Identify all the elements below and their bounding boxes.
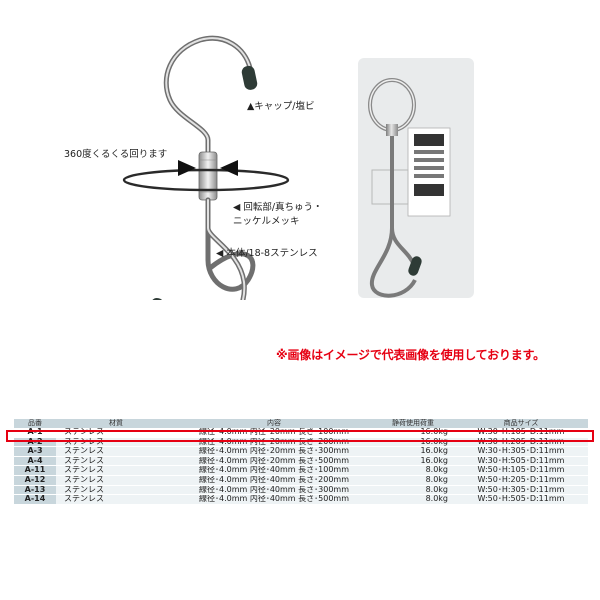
s-hook-main [149, 35, 258, 300]
label-body: ◀ 本体/18-8ステンレス [216, 248, 318, 259]
cell-product-size: W:50･H:105･D:11mm [454, 465, 588, 476]
cell-content: 線径･4.0mm 内径･40mm 長さ･200mm [176, 475, 372, 486]
cell-product-code: A-3 [14, 446, 56, 457]
header-size: 商品サイズ [454, 419, 588, 428]
cell-material: ステンレス [56, 485, 176, 496]
cell-load: 8.0kg [372, 485, 454, 496]
swivel-part [198, 151, 218, 201]
cell-product-code: A-14 [14, 494, 56, 505]
cell-product-size: W:50･H:305･D:11mm [454, 485, 588, 496]
cell-product-code: A-11 [14, 465, 56, 476]
rotation-arrow [122, 160, 290, 192]
cell-material: ステンレス [56, 465, 176, 476]
header-material: 材質 [56, 419, 176, 428]
cell-material: ステンレス [56, 428, 176, 438]
cell-product-size: W:30･H:305･D:11mm [454, 446, 588, 457]
cell-load: 16.0kg [372, 437, 454, 448]
cell-material: ステンレス [56, 437, 176, 448]
header-content: 内容 [176, 419, 372, 428]
label-swivel-2: ニッケルメッキ [233, 216, 300, 227]
cell-material: ステンレス [56, 494, 176, 505]
cell-product-size: W:30･H:205･D:11mm [454, 437, 588, 448]
packaged-product-image [358, 58, 474, 298]
cell-content: 線径･4.0mm 内径･20mm 長さ･500mm [176, 456, 372, 467]
label-rotate: 360度くるくる回ります [64, 149, 168, 160]
cell-content: 線径･4.0mm 内径･20mm 長さ･200mm [176, 437, 372, 448]
cell-product-code: A-1 [14, 428, 56, 438]
cell-product-size: W:30･H:505･D:11mm [454, 456, 588, 467]
cell-load: 8.0kg [372, 475, 454, 486]
cell-content: 線径･4.0mm 内径･40mm 長さ･100mm [176, 465, 372, 476]
cell-content: 線径･4.0mm 内径･40mm 長さ･300mm [176, 485, 372, 496]
cell-product-size: W:30･H:105･D:11mm [454, 428, 588, 438]
cell-load: 16.0kg [372, 456, 454, 467]
header-load: 静荷使用荷重 [372, 419, 454, 428]
cell-content: 線径･4.0mm 内径･40mm 長さ･500mm [176, 494, 372, 505]
cell-material: ステンレス [56, 475, 176, 486]
cell-product-code: A-13 [14, 485, 56, 496]
cell-product-size: W:50･H:505･D:11mm [454, 494, 588, 505]
cell-load: 16.0kg [372, 428, 454, 438]
table-header-row: 品番 材質 内容 静荷使用荷重 商品サイズ [14, 419, 588, 428]
cell-product-code: A-4 [14, 456, 56, 467]
cell-load: 8.0kg [372, 465, 454, 476]
cell-product-code: A-12 [14, 475, 56, 486]
cap-lower [149, 298, 164, 300]
cell-product-size: W:50･H:205･D:11mm [454, 475, 588, 486]
cell-content: 線径･4.0mm 内径･20mm 長さ･300mm [176, 446, 372, 457]
cell-material: ステンレス [56, 446, 176, 457]
cap-upper [241, 65, 258, 90]
cell-content: 線径･4.0mm 内径･20mm 長さ･100mm [176, 428, 372, 438]
product-illustration [122, 35, 474, 300]
label-cap: ▲キャップ/塩ビ [247, 101, 315, 112]
image-notice: ※画像はイメージで代表画像を使用しております。 [276, 348, 545, 362]
cell-product-code: A-2 [14, 437, 56, 448]
header-code: 品番 [14, 419, 56, 428]
cell-load: 16.0kg [372, 446, 454, 457]
cell-load: 8.0kg [372, 494, 454, 505]
cell-material: ステンレス [56, 456, 176, 467]
label-swivel-1: ◀ 回転部/真ちゅう・ [233, 202, 323, 213]
